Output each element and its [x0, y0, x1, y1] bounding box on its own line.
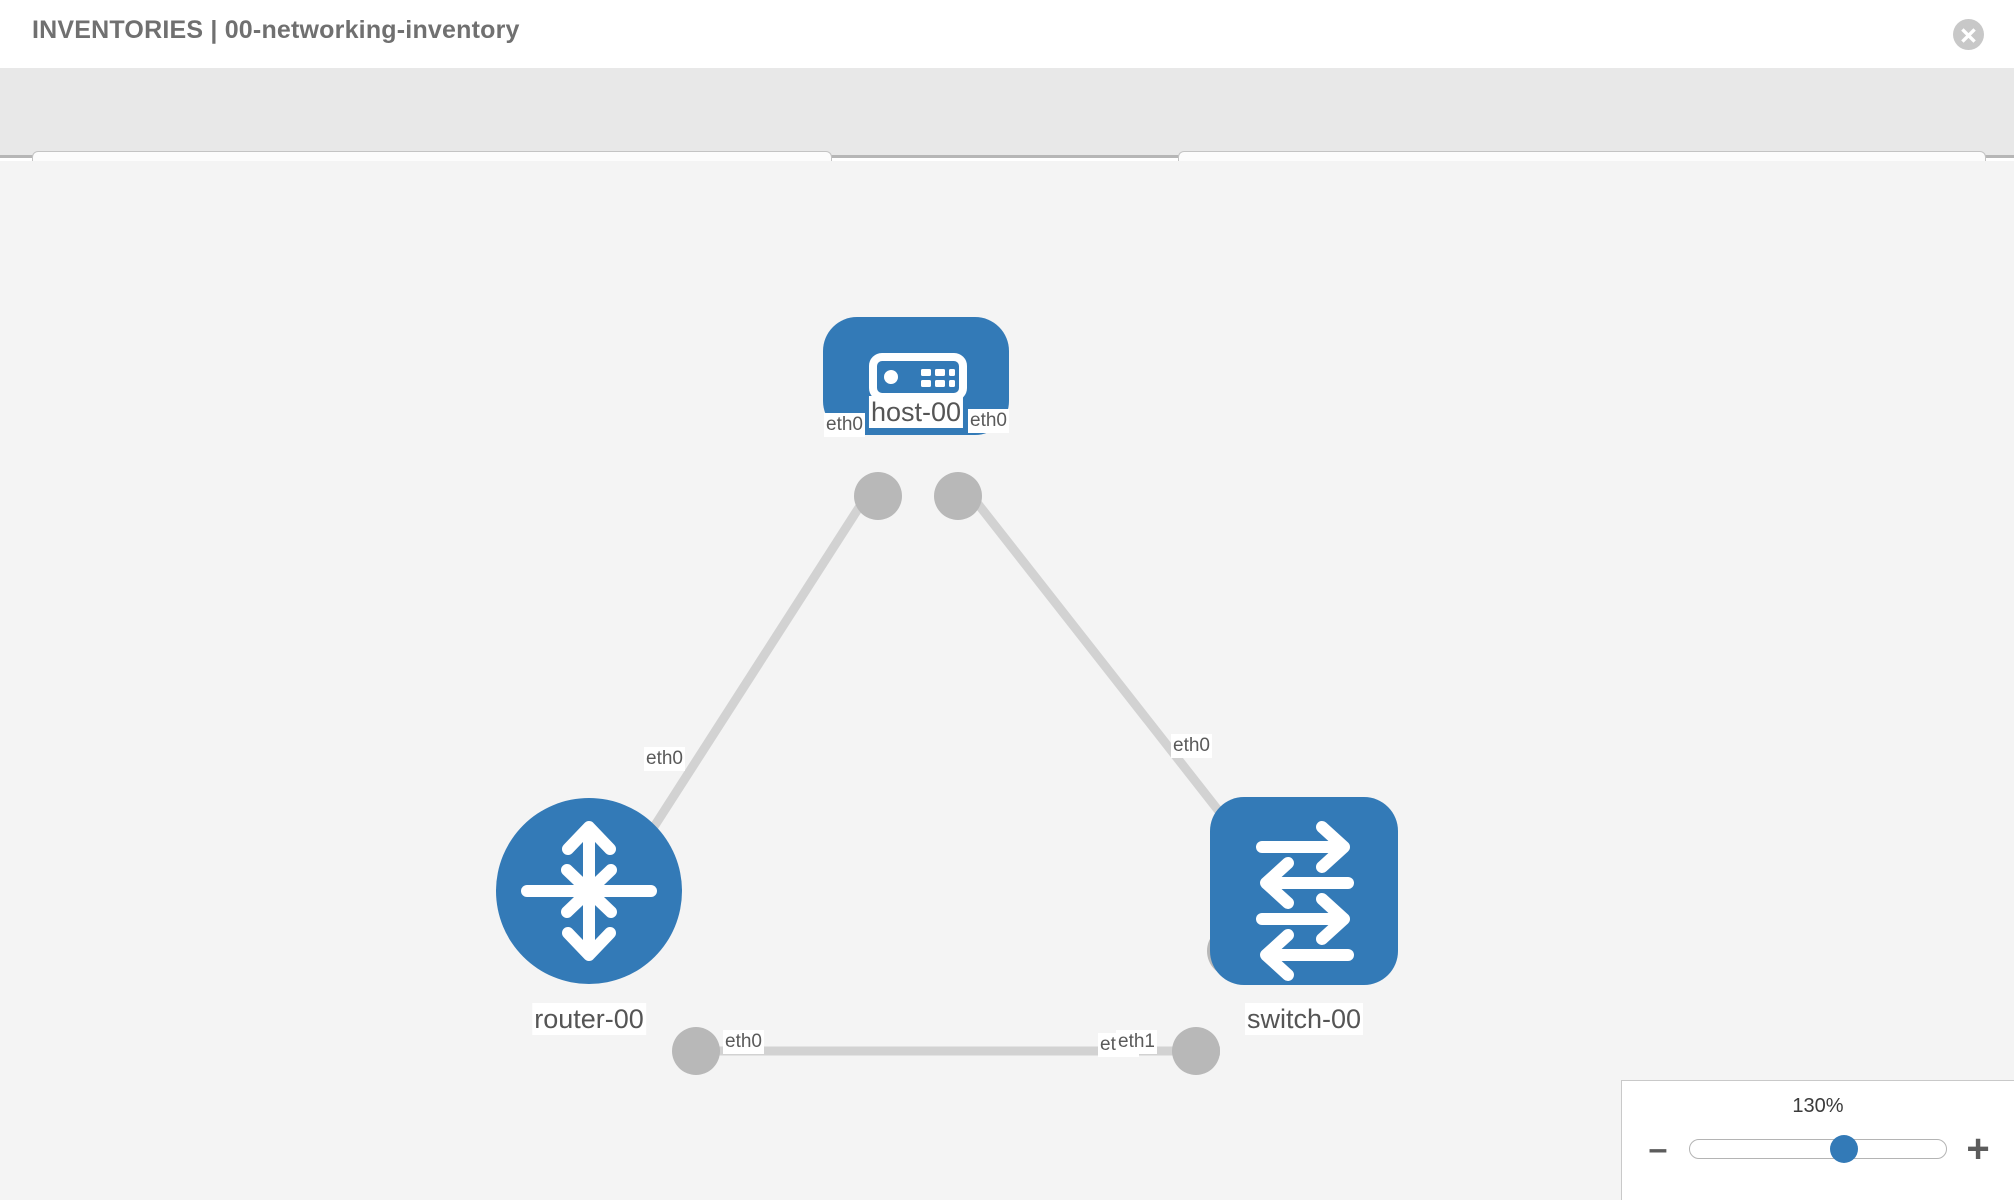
page-header: INVENTORIES | 00-networking-inventory [0, 0, 2014, 68]
node-router-00[interactable] [496, 798, 682, 984]
zoom-in-button[interactable]: + [1966, 1127, 1990, 1171]
topology-canvas[interactable]: eth0 eth0 eth0 eth0 eth0 eth0 eth1 host-… [0, 161, 2014, 1200]
zoom-out-button[interactable]: – [1648, 1130, 1668, 1168]
page-title: INVENTORIES | 00-networking-inventory [32, 16, 520, 44]
node-label-router-00: router-00 [532, 1003, 646, 1035]
interface-label: eth0 [723, 1030, 764, 1054]
interface-label: eth0 [968, 409, 1009, 433]
interface-node[interactable] [854, 472, 902, 520]
router-arrows-icon [521, 821, 657, 961]
switch-arrows-icon [1256, 821, 1354, 981]
topology-graph [496, 317, 1398, 1075]
interface-node[interactable] [1172, 1027, 1220, 1075]
interface-node[interactable] [934, 472, 982, 520]
close-icon[interactable] [1953, 19, 1984, 50]
zoom-slider-thumb[interactable] [1829, 1135, 1858, 1163]
interface-node[interactable] [672, 1027, 720, 1075]
topology-interface-nodes [672, 472, 1259, 1075]
interface-label: eth0 [644, 747, 685, 771]
node-switch-00[interactable] [1210, 797, 1398, 985]
zoom-level-label: 130% [1792, 1095, 1844, 1117]
node-label-switch-00: switch-00 [1244, 1003, 1364, 1035]
interface-label: eth0 [1171, 734, 1212, 758]
link-host00-router00[interactable] [646, 478, 880, 836]
zoom-control-panel: 130% – + [1621, 1080, 2014, 1200]
toolbar: ACTIONS SEARCH [0, 68, 2014, 201]
topology-links [646, 478, 1240, 1056]
link-host00-switch00[interactable] [956, 478, 1240, 836]
node-label-host-00: host-00 [868, 396, 964, 428]
interface-label: eth0 [824, 413, 865, 437]
zoom-slider[interactable] [1689, 1135, 1947, 1163]
interface-label: eth1 [1116, 1030, 1157, 1054]
